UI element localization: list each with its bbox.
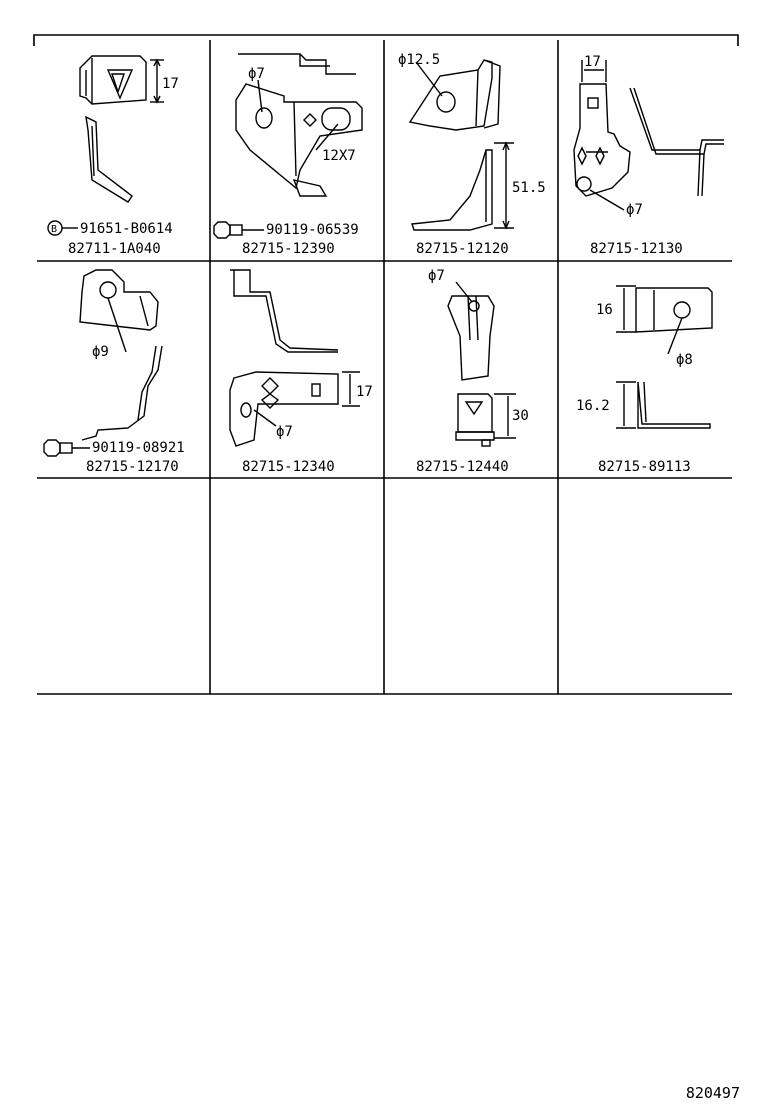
part-number: 82711-1A040 [68,241,161,257]
dim-label: 17 [356,384,373,400]
dim-label: 16 [596,302,613,318]
part-number: 82715-12440 [416,459,509,475]
dim-label: ϕ7 [276,424,293,440]
dim-label: 30 [512,408,529,424]
dim-label: ϕ9 [92,344,109,360]
part-number: 82715-89113 [598,459,691,475]
dim-label: 17 [162,76,179,92]
part-number: 82715-12340 [242,459,335,475]
sub-part-number: 91651-B0614 [80,221,173,237]
part-number: 82715-12120 [416,241,509,257]
frame-top-line [33,34,739,46]
part-drawing-5 [43,269,163,457]
sub-part-number: 90119-08921 [92,440,185,456]
dim-label: 17 [584,54,601,70]
dim-label: ϕ8 [676,352,693,368]
dim-label: ϕ12.5 [398,52,440,68]
part-number: 82715-12390 [242,241,335,257]
part-drawing-7 [447,281,516,447]
dim-label: ϕ7 [626,202,643,218]
dim-label: ϕ7 [248,66,265,82]
dim-label: ϕ7 [428,268,445,284]
part-drawing-2 [213,53,363,239]
b-badge: B [51,224,57,235]
drawing-id: 820497 [685,1084,740,1102]
part-number: 82715-12130 [590,241,683,257]
dim-label: 16.2 [576,398,610,414]
part-drawing-8 [616,285,713,429]
part-drawing-3 [408,59,514,231]
sub-part-number: 90119-06539 [266,222,359,238]
part-number: 82715-12170 [86,459,179,475]
dim-label: 12X7 [322,148,356,164]
part-drawing-6 [229,269,360,447]
dim-label: 51.5 [512,180,546,196]
part-drawing-4 [573,60,724,211]
part-drawing-1 [47,55,164,236]
